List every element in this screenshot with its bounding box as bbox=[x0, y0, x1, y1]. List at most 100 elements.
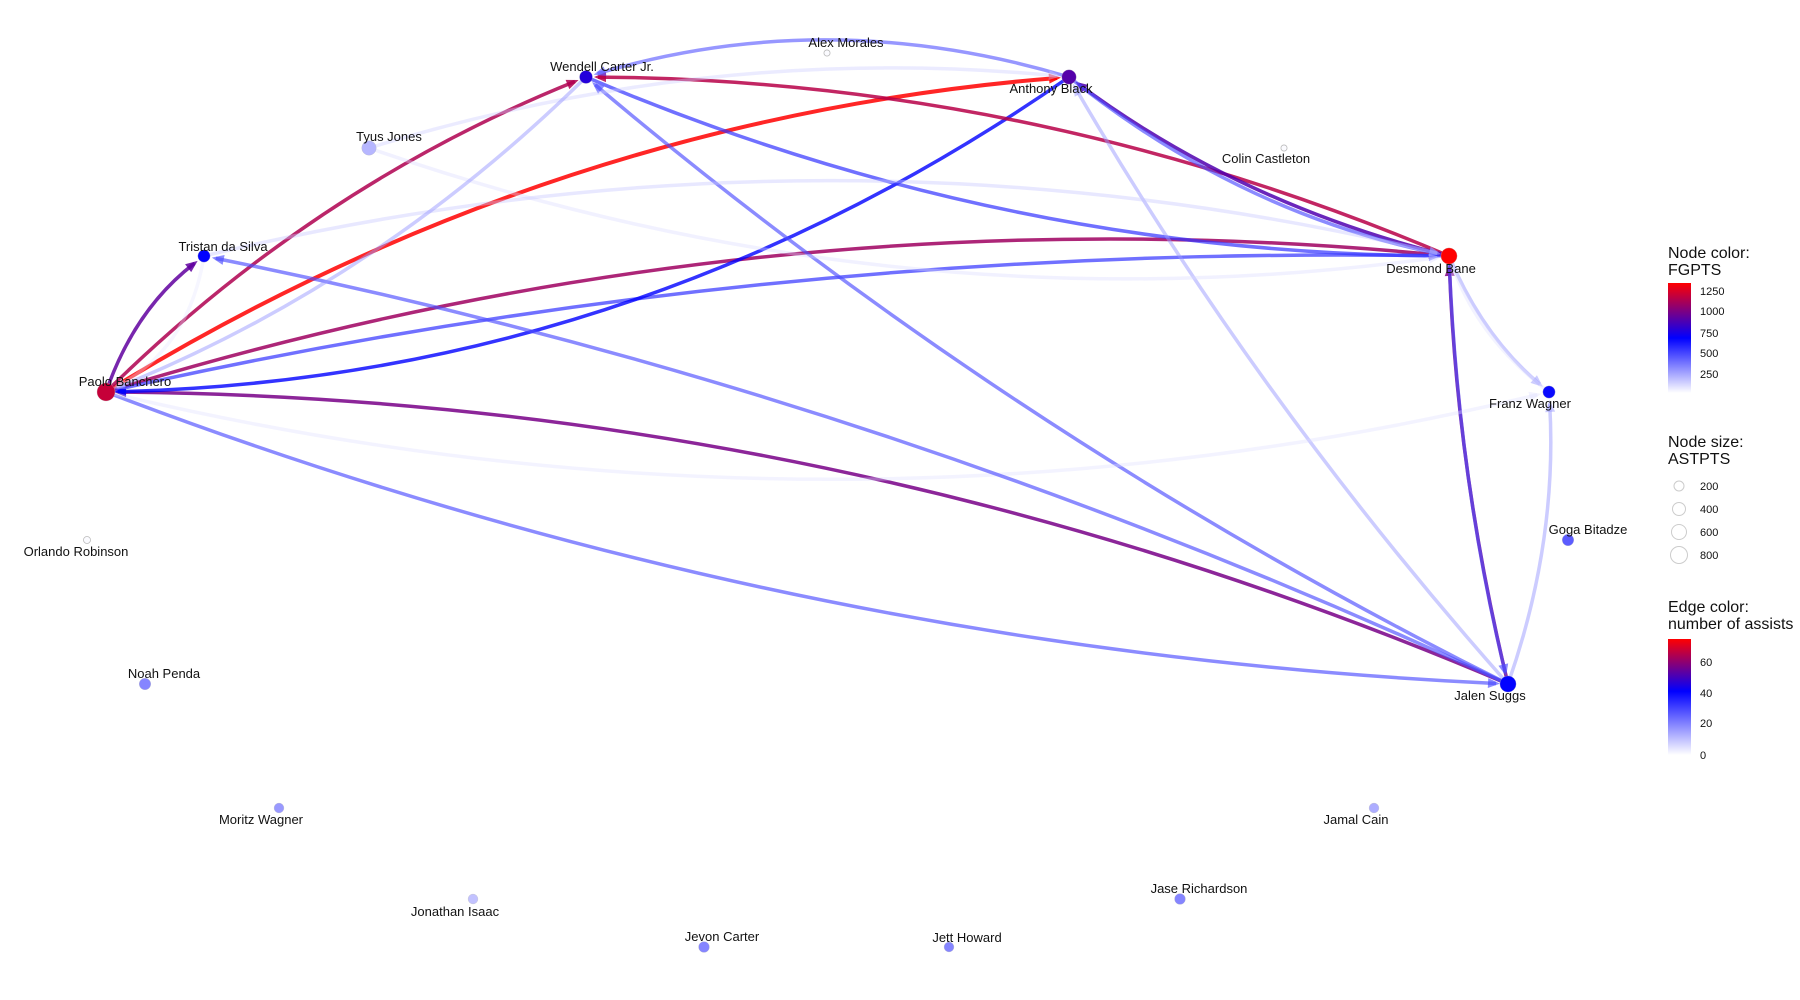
edge-arrowhead bbox=[211, 255, 225, 265]
node[interactable] bbox=[96, 382, 116, 402]
edge bbox=[597, 75, 1450, 258]
edge-arrowhead bbox=[593, 66, 607, 77]
node[interactable] bbox=[1280, 144, 1288, 152]
node[interactable] bbox=[698, 941, 710, 953]
edge bbox=[1447, 267, 1510, 685]
edge-arrowhead bbox=[113, 379, 127, 390]
edge bbox=[596, 38, 1070, 79]
edge bbox=[203, 178, 1438, 258]
size-key-circle bbox=[1671, 524, 1687, 540]
node[interactable] bbox=[1061, 69, 1077, 85]
edge-arrowhead bbox=[1530, 375, 1543, 387]
edge bbox=[368, 146, 1438, 281]
node-label: Jonathan Isaac bbox=[411, 904, 500, 919]
color-bar bbox=[1668, 283, 1691, 393]
edge bbox=[115, 255, 206, 388]
node-label: Jett Howard bbox=[932, 930, 1001, 945]
edge bbox=[368, 66, 1058, 150]
legend-title: Node color: bbox=[1668, 245, 1750, 262]
node-label: Desmond Bane bbox=[1386, 261, 1476, 276]
node-label: Noah Penda bbox=[128, 666, 201, 681]
node[interactable] bbox=[197, 249, 211, 263]
edge bbox=[594, 83, 1509, 686]
node-label: Orlando Robinson bbox=[24, 544, 129, 559]
legend-subtitle: number of assists bbox=[1668, 616, 1793, 633]
node[interactable] bbox=[273, 802, 285, 814]
legend-edge-color: Edge color: number of assists 60 40 20 0 bbox=[1668, 599, 1793, 762]
legend-tick: 500 bbox=[1700, 348, 1718, 360]
node-label: Tyus Jones bbox=[356, 129, 422, 144]
edge-arrowhead bbox=[1428, 253, 1442, 264]
edge-arrowhead bbox=[1451, 263, 1461, 277]
edge bbox=[117, 253, 1450, 392]
node[interactable] bbox=[83, 536, 91, 544]
legend-tick: 250 bbox=[1700, 369, 1718, 381]
edge bbox=[116, 75, 588, 390]
edge bbox=[105, 390, 1497, 686]
node[interactable] bbox=[1174, 893, 1186, 905]
node-label: Alex Morales bbox=[808, 35, 884, 50]
node[interactable] bbox=[1542, 385, 1556, 399]
legend-node-color: Node color: FGPTS 1250 1000 750 500 250 bbox=[1668, 245, 1750, 393]
legend-tick: 1000 bbox=[1700, 306, 1724, 318]
edge-arrowhead bbox=[1428, 246, 1442, 257]
node-label: Colin Castleton bbox=[1222, 151, 1310, 166]
edge bbox=[1077, 82, 1450, 258]
legend-tick: 400 bbox=[1700, 504, 1718, 516]
legend-tick: 0 bbox=[1700, 750, 1706, 762]
legend-tick: 40 bbox=[1700, 688, 1712, 700]
node[interactable] bbox=[1499, 675, 1517, 693]
size-key-circle bbox=[1670, 546, 1688, 564]
edge-arrowhead bbox=[1428, 250, 1442, 261]
node[interactable] bbox=[467, 893, 479, 905]
node-label: Paolo Banchero bbox=[79, 374, 172, 389]
node-label: Jevon Carter bbox=[685, 929, 760, 944]
node[interactable] bbox=[943, 941, 955, 953]
node-label: Wendell Carter Jr. bbox=[550, 59, 654, 74]
edge bbox=[104, 261, 196, 393]
edge-arrowhead bbox=[1487, 678, 1501, 689]
node-label: Jalen Suggs bbox=[1454, 688, 1526, 703]
edge bbox=[105, 237, 1438, 394]
edge bbox=[1067, 75, 1438, 256]
edge bbox=[104, 75, 1058, 394]
color-bar bbox=[1668, 639, 1691, 755]
node-label: Anthony Black bbox=[1009, 81, 1093, 96]
edge-arrowhead bbox=[1545, 399, 1556, 413]
legend-subtitle: FGPTS bbox=[1668, 262, 1721, 279]
node[interactable] bbox=[823, 49, 831, 57]
node[interactable] bbox=[1368, 802, 1380, 814]
edge bbox=[585, 75, 1438, 258]
edge bbox=[1073, 86, 1510, 686]
legend-title: Node size: bbox=[1668, 434, 1744, 451]
edge bbox=[1451, 266, 1551, 394]
legend-tick: 600 bbox=[1700, 527, 1718, 539]
node-label: Tristan da Silva bbox=[178, 239, 268, 254]
size-key-circle bbox=[1673, 480, 1685, 492]
legend-tick: 200 bbox=[1700, 481, 1718, 493]
node-label: Jase Richardson bbox=[1151, 881, 1248, 896]
node[interactable] bbox=[1440, 247, 1458, 265]
legend-tick: 20 bbox=[1700, 718, 1712, 730]
node[interactable] bbox=[1562, 534, 1574, 546]
node[interactable] bbox=[361, 140, 377, 156]
legend-tick: 1250 bbox=[1700, 286, 1724, 298]
node[interactable] bbox=[579, 70, 593, 84]
edge-arrowhead bbox=[565, 79, 579, 90]
edge-arrowhead bbox=[113, 378, 127, 389]
edge-arrowhead bbox=[1048, 70, 1062, 81]
legend-title: Edge color: bbox=[1668, 599, 1749, 616]
legend-tick: 750 bbox=[1700, 328, 1718, 340]
edge bbox=[1506, 403, 1553, 685]
legend-tick: 60 bbox=[1700, 657, 1712, 669]
edge bbox=[1447, 255, 1541, 386]
legend: Node color: FGPTS 1250 1000 750 500 250 … bbox=[1668, 245, 1793, 762]
node-label: Goga Bitadze bbox=[1549, 522, 1628, 537]
edge bbox=[1447, 255, 1507, 673]
edges-layer bbox=[104, 38, 1556, 689]
edge bbox=[104, 79, 576, 394]
edge-arrowhead bbox=[1073, 83, 1084, 97]
node[interactable] bbox=[139, 678, 151, 690]
edge-arrowhead bbox=[1528, 391, 1542, 402]
